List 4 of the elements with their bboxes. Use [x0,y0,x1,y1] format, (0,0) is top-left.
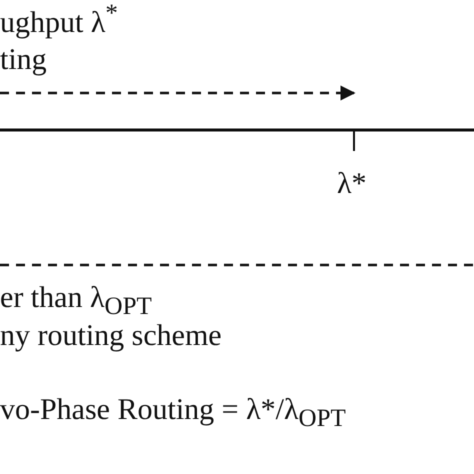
formula-text: vo-Phase Routing = λ*/λ$_{OPT}$ [0,392,346,434]
tick-label: λ* [337,166,367,202]
annotation-text: ughput λ$^{*}$ [0,0,118,41]
annotation-text: ting [0,42,47,78]
